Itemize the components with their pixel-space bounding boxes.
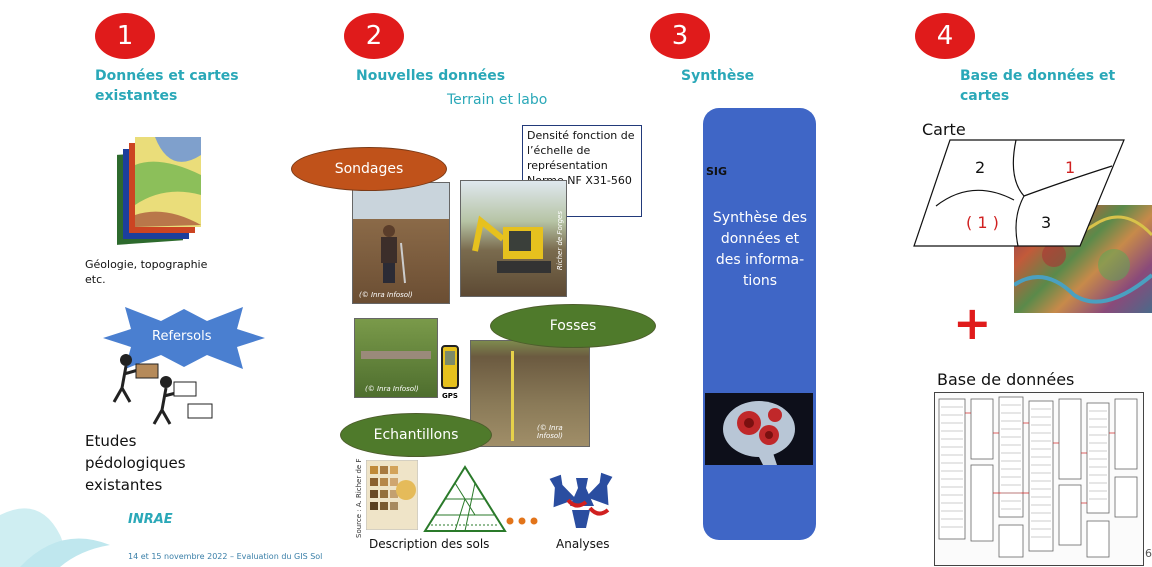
step-4-number: 4 [915,13,975,59]
synthese-text: Synthèse des données et des informa-tion… [712,210,808,289]
step-2-subtitle: Terrain et labo [447,92,548,108]
sondages-photo-credit: (© Inra Infosol) [359,291,413,299]
zone-label-3: 3 [1041,213,1052,232]
step-2-title: Nouvelles données [356,68,506,84]
brain-gears-drawing [723,401,795,465]
step-4-title: Base de données et cartes [960,68,1116,104]
sig-label: SIG [706,165,728,178]
auger-tool [361,351,431,359]
sondages-ellipse: Sondages [291,147,447,191]
excavator-drawing [472,215,551,273]
step-3-title: Synthèse [681,68,755,84]
excavator-credit-vertical: Richer de Forges [556,211,564,271]
zone-label-2: 2 [975,158,986,177]
page-number: 6 [1145,547,1152,560]
gps-label: GPS [442,392,458,400]
plus-icon: + [953,296,992,350]
auger-photo-credit: (© Inra Infosol) [365,385,419,393]
sondages-photo: (© Inra Infosol) [352,182,450,304]
footer-text: 14 et 15 novembre 2022 – Evaluation du G… [128,552,323,561]
database-schema-image [934,392,1144,566]
geology-label: Géologie, topographie etc. [85,258,208,286]
fosses-photo-credit: (© Inra Infosol) [537,424,563,440]
map-zones-diagram [913,139,1125,247]
analyses-label: Analyses [556,537,610,551]
lab-flasks-icon [549,472,613,528]
zone-label-1: 1 [1065,158,1076,177]
gps-screen [445,351,455,365]
soil-texture-triangle [423,465,507,532]
people-carrying-icon [112,354,213,425]
echantillons-ellipse: Echantillons [340,413,492,457]
gps-device-icon [441,345,459,389]
step-1-number: 1 [95,13,155,59]
step-3-number: 3 [650,13,710,59]
zone-label-1-parenthesized: ( 1 ) [966,213,999,232]
refersols-star-shape [103,307,265,369]
geology-maps-stack-icon [117,137,201,245]
step-2-number: 2 [344,13,404,59]
auger-photo: (© Inra Infosol) [354,318,438,398]
measuring-tape [511,351,514,441]
inrae-logo: INRAE [128,512,173,527]
inrae-watermark [0,508,110,567]
munsell-color-chart [366,460,418,530]
excavator-photo: Richer de Forges [460,180,567,297]
refersols-label: Refersols [152,329,212,344]
step-1-title: Données et cartes existantes [95,68,239,104]
database-schema-drawing [938,396,1138,558]
source-credit-vertical: Source : A. Richer de F [355,458,363,538]
person-probing-drawing [381,225,406,284]
base-de-donnees-label: Base de données [937,370,1075,389]
description-label: Description des sols [369,537,490,551]
fosses-ellipse: Fosses [490,304,656,348]
etudes-label: Etudes pédologiques existantes [85,432,186,494]
brain-gears-image [705,393,813,465]
ellipsis-dots [506,517,538,525]
sig-box [703,108,816,540]
density-note-text: Densité fonction de l’échelle de représe… [527,129,635,187]
carte-label: Carte [922,120,966,139]
